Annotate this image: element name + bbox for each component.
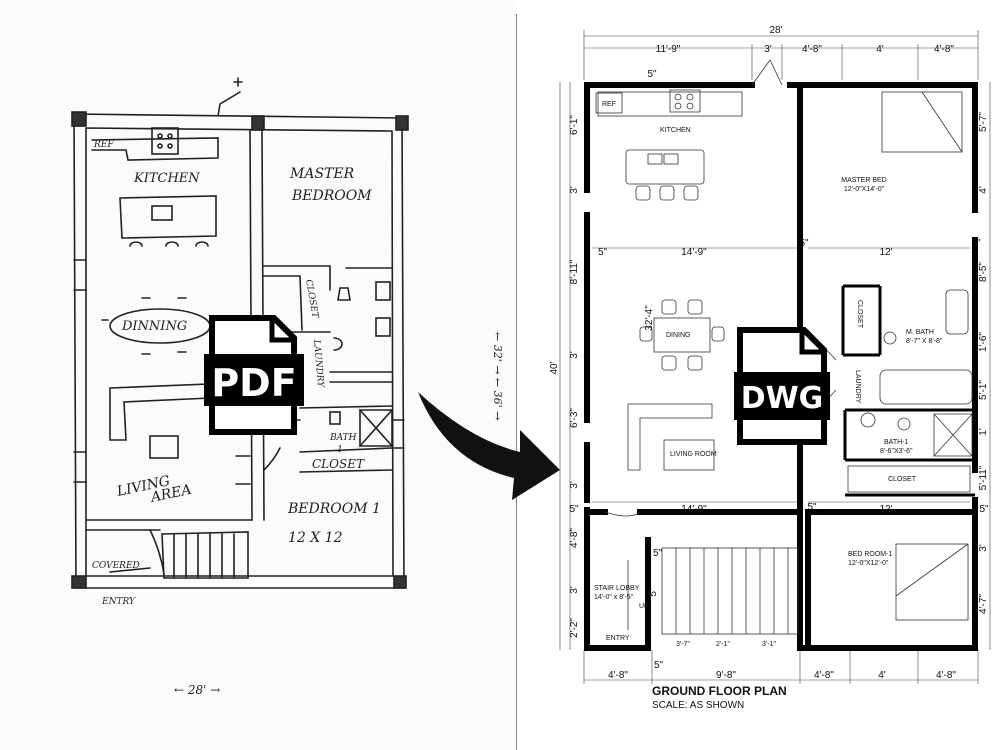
dim-top-wall: 5" xyxy=(647,69,657,80)
room-living: LIVING ROOM xyxy=(670,451,717,458)
room-bath-1-size: 8'-6"X3'-6" xyxy=(880,448,913,455)
dim-int-right-span-2: 12' xyxy=(879,504,892,515)
panel-divider xyxy=(516,14,517,750)
dim-right-4: 1'-6" xyxy=(978,332,989,352)
sketch-label-kitchen: KITCHEN xyxy=(133,171,200,186)
dim-int-span-1: 14'-9" xyxy=(681,247,707,258)
pdf-badge-label: PDF xyxy=(211,361,296,405)
conversion-arrow xyxy=(418,392,560,500)
room-stair-lobby-size: 14'-0" x 8'-5" xyxy=(594,594,634,601)
dim-right-6: 1' xyxy=(978,428,989,436)
dim-right-2: 4' xyxy=(978,186,989,194)
sketch-label-closet: CLOSET xyxy=(312,457,365,471)
sketch-label-master-1: MASTER xyxy=(289,166,355,182)
dim-bottom-3: 4'-8" xyxy=(814,670,834,681)
drawing-title: GROUND FLOOR PLAN xyxy=(652,684,787,698)
dim-left-1: 6'-1" xyxy=(569,115,580,135)
room-m-bath: M. BATH xyxy=(906,329,934,336)
dim-right-10: 4'-7" xyxy=(978,594,989,614)
sketch-side-dims: ← 32' → ← 36' → xyxy=(491,332,504,420)
room-entry: ENTRY xyxy=(606,635,630,642)
dim-left-9: 3' xyxy=(569,586,580,594)
dim-int-mid-wall-1: 5" xyxy=(799,238,809,249)
title-block: GROUND FLOOR PLAN SCALE: AS SHOWN xyxy=(652,684,787,711)
sketch-label-ref: REF xyxy=(93,140,114,150)
sketch-label-bath-a: BATH xyxy=(329,433,357,443)
room-m-bath-size: 8'-7" X 8'-8" xyxy=(906,338,943,345)
dim-top-3: 4'-8" xyxy=(802,44,822,55)
dim-left-6: 3' xyxy=(569,481,580,489)
stair-tread-2: 2'-1" xyxy=(716,641,730,648)
dim-int-span-2: 14'-9" xyxy=(681,504,707,515)
sketch-label-master-2: BEDROOM xyxy=(291,188,372,204)
room-stair-lobby: STAIR LOBBY xyxy=(594,585,640,592)
room-bed-room-1: BED ROOM-1 xyxy=(848,551,892,558)
stair-tread-1: 3'-7" xyxy=(676,641,690,648)
room-closet: CLOSET xyxy=(888,476,917,483)
dim-int-mid-wall-2: 5" xyxy=(807,502,817,513)
room-bed-room-1-size: 12'-0"X12'-0" xyxy=(848,560,889,567)
dim-int-stair-wall-2: 5" xyxy=(648,587,659,597)
dim-int-right-wall-1: 5" xyxy=(971,238,981,249)
sketch-label-bedroom-size: 12 X 12 xyxy=(288,530,343,546)
dim-right-7: 5'-11" xyxy=(978,465,989,490)
dim-left-5: 6'-3" xyxy=(569,408,580,428)
dim-left-4: 3' xyxy=(569,351,580,359)
dim-right-3: 8'-5" xyxy=(978,262,989,282)
dim-int-dining: 32'-4" xyxy=(644,305,655,331)
room-master-bed: MASTER BED xyxy=(841,177,887,184)
room-up: UP xyxy=(639,603,649,610)
dim-top-4: 4' xyxy=(876,44,884,55)
dim-total-width: 28' xyxy=(769,25,782,36)
dim-int-right-span-1: 12' xyxy=(879,247,892,258)
room-dining: DINING xyxy=(666,332,691,339)
sketch-label-laundry: LAUNDRY xyxy=(311,338,325,388)
sketch-label-bath-b: 1 xyxy=(337,445,343,455)
room-laundry: LAUNDRY xyxy=(854,370,861,404)
sketch-label-dinning: DINNING xyxy=(121,319,187,334)
dwg-file-icon: DWG xyxy=(734,327,830,445)
room-kitchen: KITCHEN xyxy=(660,127,691,134)
dim-bottom-1: 4'-8" xyxy=(608,670,628,681)
sketch-label-bedroom-1: BEDROOM 1 xyxy=(287,501,381,517)
dim-left-2: 3' xyxy=(569,186,580,194)
dim-int-stair-wall-1: 5" xyxy=(653,548,663,559)
dim-bottom-4: 4' xyxy=(878,670,886,681)
pdf-file-icon: PDF xyxy=(204,315,304,435)
room-master-bed-size: 12'-0"X14'-0" xyxy=(844,186,885,193)
dim-total-height: 40' xyxy=(549,361,560,374)
dim-left-7: 5" xyxy=(569,504,579,515)
dim-bottom-5: 4'-8" xyxy=(936,670,956,681)
dwg-badge-label: DWG xyxy=(741,381,824,416)
room-ref: REF xyxy=(602,101,616,108)
dim-int-bottom-wall: 5" xyxy=(654,660,664,671)
dim-right-8: 5" xyxy=(979,504,989,515)
sketch-label-entry: ENTRY xyxy=(101,597,136,607)
dim-right-1: 5'-7" xyxy=(978,112,989,132)
room-closet-vertical: CLOSET xyxy=(856,300,863,329)
stair-tread-3: 3'-1" xyxy=(762,641,776,648)
dim-left-8: 4'-8" xyxy=(569,528,580,548)
drawing-scale: SCALE: AS SHOWN xyxy=(652,700,745,711)
sketch-bottom-scale: ← 28' → xyxy=(174,683,221,697)
sketch-label-covered: COVERED xyxy=(92,561,140,571)
dim-left-10: 2'-2" xyxy=(569,618,580,638)
dim-top-5: 4'-8" xyxy=(934,44,954,55)
dim-int-left-wall-1: 5" xyxy=(598,247,608,258)
dim-bottom-2: 9'-8" xyxy=(716,670,736,681)
dim-top-2: 3' xyxy=(764,44,772,55)
dim-top-1: 11'-9" xyxy=(656,44,681,55)
dim-right-5: 5'-1" xyxy=(978,380,989,400)
dim-right-9: 3' xyxy=(978,544,989,552)
dim-left-3: 8'-11" xyxy=(569,259,580,284)
room-bath-1: BATH-1 xyxy=(884,439,908,446)
